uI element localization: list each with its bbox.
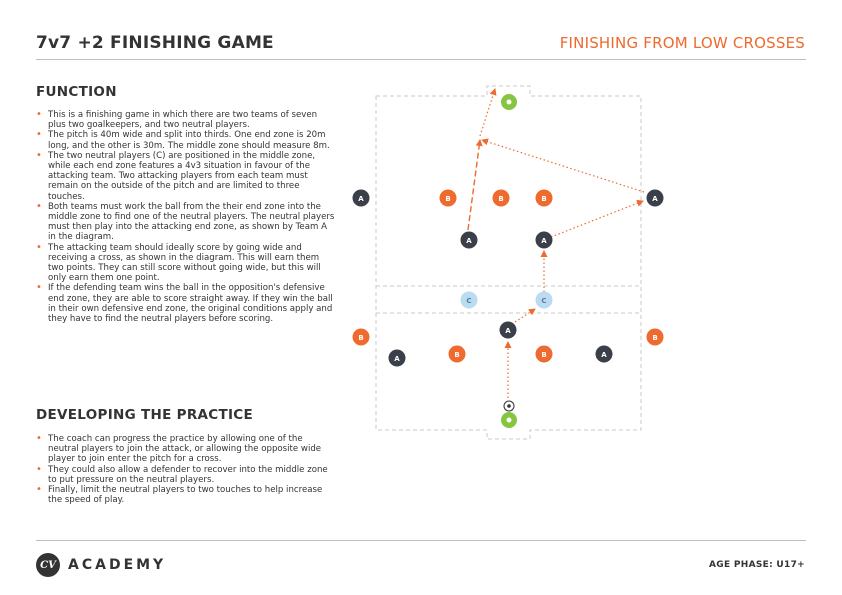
age-phase-label: AGE PHASE: U17+ <box>709 560 805 570</box>
svg-text:A: A <box>505 327 511 335</box>
developing-bullet-list: The coach can progress the practice by a… <box>36 434 336 505</box>
player-team-a: A <box>352 189 370 207</box>
pass-arrow <box>514 308 536 323</box>
svg-text:B: B <box>358 334 363 342</box>
player-team-b: B <box>439 189 457 207</box>
shot-arrow <box>479 88 497 137</box>
player-team-b: B <box>535 345 553 363</box>
player-team-b: B <box>448 345 466 363</box>
developing-bullet: They could also allow a defender to reco… <box>36 465 336 485</box>
goalkeeper-top <box>501 94 517 110</box>
developing-heading: DEVELOPING THE PRACTICE <box>36 407 254 423</box>
player-neutral: C <box>535 291 553 309</box>
svg-text:B: B <box>454 351 459 359</box>
session-topic: FINISHING FROM LOW CROSSES <box>559 34 805 52</box>
footer-divider <box>36 540 806 541</box>
function-bullet: The two neutral players (C) are position… <box>36 151 336 202</box>
svg-text:B: B <box>541 195 546 203</box>
logo-text: ACADEMY <box>68 557 167 573</box>
player-team-b: B <box>646 328 664 346</box>
academy-logo: CV ACADEMY <box>36 553 166 577</box>
pitch-outline <box>375 85 642 440</box>
function-heading: FUNCTION <box>36 84 117 100</box>
player-team-b: B <box>492 189 510 207</box>
svg-text:B: B <box>541 351 546 359</box>
player-team-b: B <box>535 189 553 207</box>
developing-bullet: The coach can progress the practice by a… <box>36 434 336 465</box>
svg-text:B: B <box>445 195 450 203</box>
svg-text:B: B <box>652 334 657 342</box>
developing-bullet: Finally, limit the neutral players to tw… <box>36 485 336 505</box>
goalkeeper-bottom <box>501 412 517 428</box>
svg-text:A: A <box>358 195 364 203</box>
svg-text:C: C <box>466 297 471 305</box>
header-divider <box>36 59 806 60</box>
svg-text:B: B <box>498 195 503 203</box>
player-team-a: A <box>595 345 613 363</box>
session-title: 7v7 +2 FINISHING GAME <box>36 33 274 53</box>
player-team-a: A <box>535 231 553 249</box>
function-bullet: The attacking team should ideally score … <box>36 243 336 284</box>
svg-text:A: A <box>601 351 607 359</box>
ball-icon <box>503 400 515 412</box>
function-bullet: The pitch is 40m wide and split into thi… <box>36 130 336 150</box>
svg-text:A: A <box>394 355 400 363</box>
svg-text:C: C <box>541 297 546 305</box>
function-bullet: Both teams must work the ball from the t… <box>36 202 336 243</box>
run-arrow <box>467 139 483 231</box>
player-team-a: A <box>499 321 517 339</box>
pass-arrow <box>550 199 644 238</box>
svg-text:A: A <box>541 237 547 245</box>
function-bullet: If the defending team wins the ball in t… <box>36 283 336 324</box>
cross-arrow <box>481 138 645 193</box>
svg-text:A: A <box>466 237 472 245</box>
function-bullet-list: This is a finishing game in which there … <box>36 110 336 324</box>
player-team-b: B <box>352 328 370 346</box>
player-team-a: A <box>460 231 478 249</box>
player-team-a: A <box>388 349 406 367</box>
player-neutral: C <box>460 291 478 309</box>
svg-text:A: A <box>652 195 658 203</box>
player-team-a: A <box>646 189 664 207</box>
logo-badge: CV <box>36 553 60 577</box>
function-bullet: This is a finishing game in which there … <box>36 110 336 130</box>
